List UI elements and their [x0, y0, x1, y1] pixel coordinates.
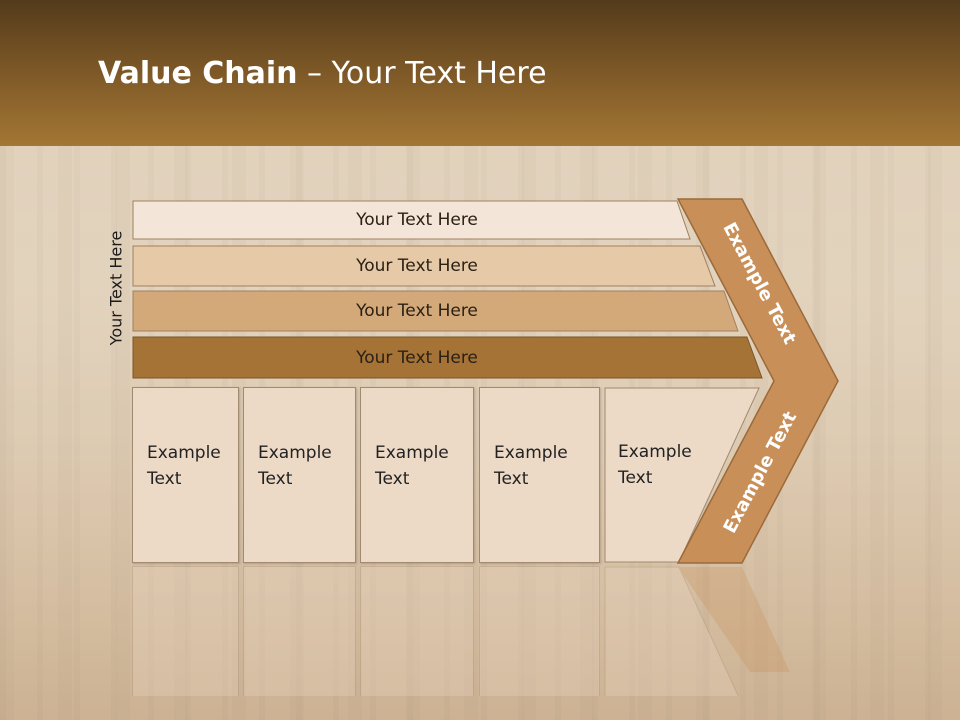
boxes-reflection: [132, 566, 812, 696]
page-title: Value Chain – Your Text Here: [98, 56, 547, 91]
header-band: [0, 0, 960, 146]
bar-1: Your Text Here: [132, 200, 692, 240]
box-1-line2: Text: [147, 469, 182, 489]
bar-1-shape: [132, 200, 691, 240]
bar-3-label: Your Text Here: [356, 301, 478, 321]
vertical-axis-label: Your Text Here: [96, 200, 136, 375]
bar-4-label: Your Text Here: [356, 347, 478, 368]
bar-2-shape: [132, 245, 716, 287]
bar-1-label: Your Text Here: [356, 210, 478, 230]
bar-3-shape: [132, 290, 739, 332]
box-2-line2: Text: [258, 469, 293, 489]
box-5-line1: Example: [618, 442, 692, 462]
bar-2-label: Your Text Here: [356, 256, 478, 276]
bar-2: Your Text Here: [132, 245, 717, 287]
box-4-line2: Text: [494, 469, 529, 489]
box-3-line2: Text: [375, 469, 410, 489]
box-1-line1: Example: [147, 443, 221, 463]
box-3-line1: Example: [375, 443, 449, 463]
title-bold: Value Chain: [98, 56, 298, 91]
box-5-line2: Text: [618, 468, 653, 488]
title-rest: – Your Text Here: [297, 56, 547, 91]
chevron-arrow: [676, 198, 839, 564]
bar-4: Your Text Here: [132, 336, 764, 379]
box-2-line1: Example: [258, 443, 332, 463]
bar-4-shape: [132, 336, 763, 379]
vertical-label-text: Your Text Here: [106, 230, 126, 345]
bar-3: Your Text Here: [132, 290, 740, 332]
box-4-line1: Example: [494, 443, 568, 463]
